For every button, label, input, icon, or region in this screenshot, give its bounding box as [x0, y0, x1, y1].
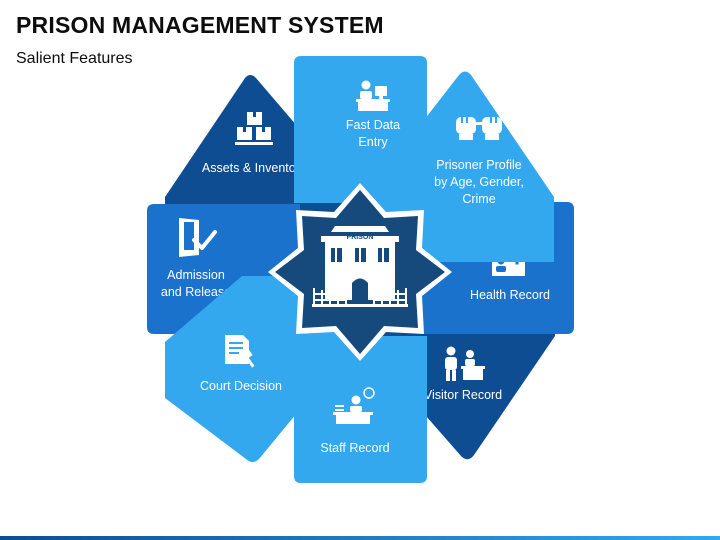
prison-building-icon — [312, 226, 408, 307]
prisoner-profile-line3: Crime — [462, 192, 495, 206]
court-decision-label: Court Decision — [200, 379, 282, 393]
tile-staff-record[interactable]: Staff Record — [294, 336, 427, 483]
admission-label-line1: Admission — [167, 268, 225, 282]
door-check-icon — [179, 218, 217, 257]
page-title: PRISON MANAGEMENT SYSTEM — [16, 12, 384, 38]
staff-record-label: Staff Record — [320, 441, 389, 455]
health-record-label: Health Record — [470, 288, 550, 302]
fast-data-entry-line1: Fast Data — [346, 118, 400, 132]
legal-document-icon — [225, 335, 255, 368]
visitor-desk-icon — [445, 346, 485, 381]
tile-fast-data-entry[interactable]: Fast Data Entry — [294, 56, 427, 203]
prisoner-profile-line2: by Age, Gender, — [434, 175, 524, 189]
center-prison-label: PRISON — [347, 234, 374, 241]
footer-gradient-bar — [0, 536, 720, 540]
data-entry-desk-icon — [356, 80, 390, 111]
boxes-icon — [235, 112, 273, 145]
page-subtitle: Salient Features — [16, 50, 133, 67]
center-prison-star: PRISON — [268, 183, 452, 361]
admission-label-line2: and Release — [161, 285, 231, 299]
staff-desk-icon — [333, 387, 375, 424]
assets-inventory-label: Assets & Inventory — [202, 161, 307, 175]
fast-data-entry-line2: Entry — [358, 135, 388, 149]
prisoner-profile-line1: Prisoner Profile — [436, 158, 521, 172]
handcuffed-fists-icon — [456, 117, 502, 140]
visitor-record-label: Visitor Record — [424, 388, 502, 402]
